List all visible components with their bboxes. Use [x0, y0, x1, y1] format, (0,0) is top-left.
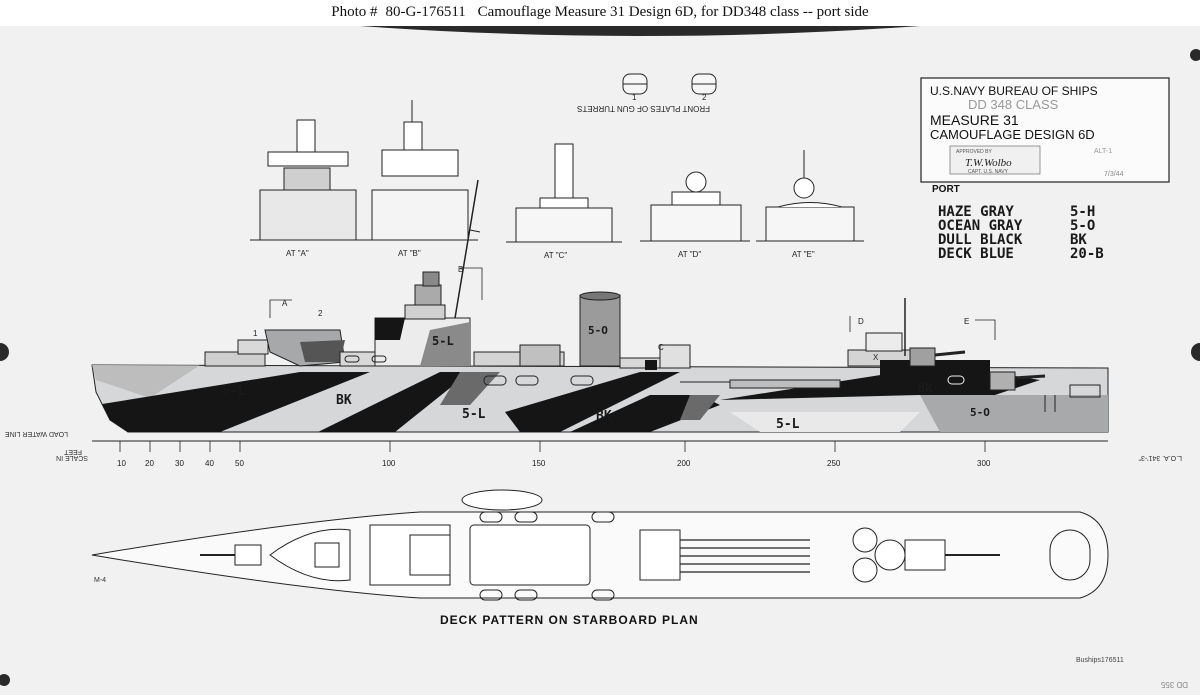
- title-block-design: CAMOUFLAGE DESIGN 6D: [930, 127, 1095, 142]
- scale-tick-20: 20: [145, 459, 154, 468]
- turret-plate-label-2: 2: [702, 93, 707, 102]
- title-block-alt: ALT-1: [1094, 148, 1112, 155]
- legend-code-dull-black: BK: [1070, 232, 1087, 248]
- turret-front-plates: 1 2 FRONT PLATES OF GUN TURRETS: [577, 73, 717, 113]
- photo-title: Camouflage Measure 31 Design 6D, for DD3…: [477, 4, 869, 20]
- left-mark: M-4: [94, 577, 106, 584]
- deck-plan: M-4 DECK PATTERN ON STARBOARD PLAN: [91, 489, 1109, 627]
- scale-tick-300: 300: [977, 459, 991, 468]
- punch-hole-bottom-left: [0, 674, 10, 686]
- section-view-d: [640, 171, 750, 242]
- legend-code-ocean-gray: 5-O: [1070, 218, 1095, 234]
- section-markers: [269, 267, 996, 360]
- legend-code-deck-blue: 20-B: [1070, 246, 1104, 262]
- photo-number: 80-G-176511: [385, 4, 466, 20]
- section-labels: AT "A" AT "B" AT "C" AT "D" AT "E": [286, 249, 815, 260]
- legend-name-deck-blue: DECK BLUE: [938, 246, 1014, 262]
- punch-hole-left: [0, 343, 9, 361]
- scale-tick-30: 30: [175, 459, 184, 468]
- section-marker-labels: A B C D E: [282, 265, 969, 352]
- title-block-bureau: U.S.NAVY BUREAU OF SHIPS: [930, 84, 1098, 98]
- marker-c: C: [658, 343, 664, 352]
- scale-ticks: [119, 441, 986, 452]
- funnel: [579, 294, 621, 367]
- corner-mark: DD 355: [1160, 680, 1188, 689]
- section-view-b: [362, 100, 478, 241]
- paper-tear: [360, 26, 920, 36]
- turret-plate-label-1: 1: [632, 93, 637, 102]
- whaleboat: [461, 489, 543, 511]
- punch-hole-top-right: [1190, 49, 1200, 61]
- label-bk-aft: BK: [918, 381, 933, 395]
- marker-e: E: [964, 317, 969, 326]
- legend-name-haze-gray: HAZE GRAY: [938, 204, 1014, 220]
- scale-tick-50: 50: [235, 459, 244, 468]
- legend-name-dull-black: DULL BLACK: [938, 232, 1023, 248]
- waterline-and-scale: LOAD WATER LINE SCALE IN FEET L.O.A. 341…: [5, 430, 1182, 468]
- photo-prefix: Photo #: [331, 4, 378, 20]
- scale-tick-40: 40: [205, 459, 214, 468]
- deck-plan-title: DECK PATTERN ON STARBOARD PLAN: [440, 613, 699, 627]
- stamp-top: APPROVED BY: [956, 149, 993, 155]
- portholes: [344, 355, 965, 386]
- section-view-c: [506, 143, 622, 243]
- scale-label-bottom: FEET: [63, 448, 82, 455]
- approval-stamp: [949, 145, 1041, 175]
- scale-tick-200: 200: [677, 459, 691, 468]
- legend-name-ocean-gray: OCEAN GRAY: [938, 218, 1023, 234]
- legend-code-haze-gray: 5-H: [1070, 204, 1095, 220]
- section-label-b: AT "B": [398, 249, 421, 258]
- marker-b: B: [458, 265, 463, 274]
- scale-tick-10: 10: [117, 459, 126, 468]
- section-label-c: AT "C": [544, 251, 567, 260]
- label-5l-bridge: 5-L: [432, 334, 454, 348]
- buships-number: Buships176511: [1076, 657, 1124, 664]
- turret-plates-caption: FRONT PLATES OF GUN TURRETS: [577, 104, 710, 113]
- turret-label-x: X: [873, 353, 879, 362]
- title-block-date: 7/3/44: [1104, 171, 1124, 178]
- punch-hole-right: [1191, 343, 1200, 361]
- ship-profile: 5-L BK 5-L 5-L BK 5-O 5-L BK 5-O 1 2 X: [91, 179, 1109, 433]
- label-5l-bow: 5-L: [222, 384, 246, 399]
- loa-label: L.O.A. 341'-3": [1138, 454, 1182, 461]
- title-block-measure: MEASURE 31: [930, 112, 1019, 128]
- scale-tick-100: 100: [382, 459, 396, 468]
- label-5l-mid: 5-L: [462, 407, 486, 422]
- section-label-a: AT "A": [286, 249, 309, 258]
- section-label-e: AT "E": [792, 250, 815, 259]
- marker-d: D: [858, 317, 864, 326]
- title-block: U.S.NAVY BUREAU OF SHIPS DD 348 CLASS ME…: [920, 77, 1170, 183]
- stamp-bottom: CAPT. U.S. NAVY: [968, 169, 1009, 175]
- scale-label-top: SCALE IN: [56, 454, 88, 461]
- legend-heading: PORT: [932, 184, 960, 195]
- paint-legend: PORT HAZE GRAY 5-H OCEAN GRAY 5-O DULL B…: [932, 184, 1104, 262]
- label-bk-bow: BK: [336, 393, 352, 408]
- label-5o-stern: 5-O: [970, 406, 990, 419]
- label-5o-funnel: 5-O: [588, 324, 608, 337]
- label-bk-mid: BK: [596, 409, 612, 424]
- title-block-class: DD 348 CLASS: [968, 97, 1059, 112]
- waterline-label: LOAD WATER LINE: [5, 430, 68, 437]
- turret-label-2: 2: [318, 309, 323, 318]
- section-view-a: [250, 119, 366, 241]
- photo-caption: Photo # 80-G-176511 Camouflage Measure 31…: [0, 0, 1200, 26]
- section-label-d: AT "D": [678, 250, 701, 259]
- turret-label-1: 1: [253, 329, 258, 338]
- label-5l-aft: 5-L: [776, 417, 800, 432]
- scale-tick-150: 150: [532, 459, 546, 468]
- scale-tick-250: 250: [827, 459, 841, 468]
- marker-a: A: [282, 299, 288, 308]
- signature: T.W.Wolbo: [965, 157, 1012, 169]
- section-view-e: [756, 150, 864, 242]
